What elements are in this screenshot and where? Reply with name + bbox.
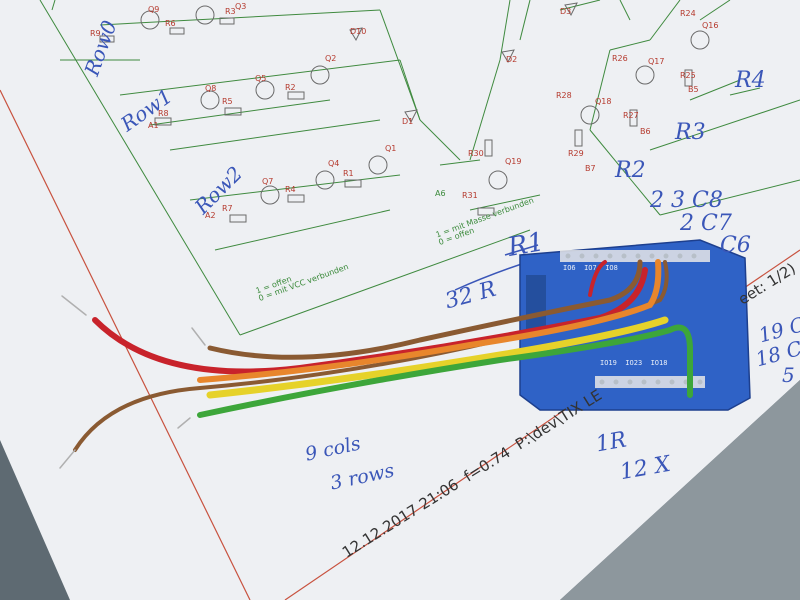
label-r4: R4: [285, 185, 296, 194]
label-b7: B7: [585, 164, 596, 173]
schematic-components: [99, 2, 710, 223]
pin-io7: IO7: [584, 264, 597, 272]
schematic-lines: [39, 0, 800, 336]
label-r5: R5: [222, 97, 233, 106]
paper-shadow: [560, 380, 800, 600]
hand-underline-2: [504, 244, 539, 256]
label-r8: R8: [158, 109, 169, 118]
pin-io8: IO8: [605, 264, 618, 272]
hand-r1: R1: [505, 227, 547, 263]
label-r29: R29: [568, 149, 584, 158]
hand-r2: R2: [615, 158, 646, 183]
label-d2: D2: [506, 55, 518, 64]
label-q3: Q3: [235, 2, 247, 11]
label-r6: R6: [165, 19, 176, 28]
label-q8: Q8: [205, 84, 217, 93]
label-q9: Q9: [148, 5, 160, 14]
board-pin-row-2: IO19 IO23 IO18: [600, 360, 667, 367]
pin-io23: IO23: [625, 359, 643, 367]
label-r31: R31: [462, 191, 478, 200]
pin-io19: IO19: [600, 359, 617, 367]
label-r9: R9: [90, 29, 101, 38]
label-a6: A6: [435, 189, 446, 198]
label-b6: B6: [640, 127, 651, 136]
label-r27: R27: [623, 111, 639, 120]
hand-r3: R3: [675, 120, 706, 145]
label-q1: Q1: [385, 144, 397, 153]
hand-c8: 2 3 C8: [650, 188, 723, 213]
label-q5: Q5: [255, 74, 267, 83]
label-r28: R28: [556, 91, 572, 100]
wire-bundle: [59, 259, 693, 469]
label-q18: Q18: [595, 97, 612, 106]
label-r7: R7: [222, 204, 233, 213]
label-r30: R30: [468, 149, 484, 158]
label-q17: Q17: [648, 57, 665, 66]
label-r26: R26: [612, 54, 628, 63]
label-r24: R24: [680, 9, 696, 18]
pin-io6: IO6: [563, 264, 576, 272]
label-d3: D3: [560, 7, 572, 16]
label-q16: Q16: [702, 21, 719, 30]
board-pin-row-1: IO6 IO7 IO8: [563, 265, 618, 272]
label-b5: B5: [688, 85, 699, 94]
label-d10: D10: [350, 27, 367, 36]
hand-1r: 1R: [593, 427, 629, 458]
pin-io18: IO18: [650, 359, 668, 367]
label-r1: R1: [343, 169, 354, 178]
hand-r4: R4: [735, 68, 766, 93]
label-q4: Q4: [328, 159, 340, 168]
label-q7: Q7: [262, 177, 274, 186]
label-a2: A2: [205, 211, 216, 220]
label-r25: R25: [680, 71, 696, 80]
hand-c7: 2 C7: [680, 211, 732, 236]
label-a1: A1: [148, 121, 159, 130]
label-r2: R2: [285, 83, 296, 92]
label-r3: R3: [225, 7, 236, 16]
label-d1: D1: [402, 117, 414, 126]
label-q19: Q19: [505, 157, 522, 166]
label-q2: Q2: [325, 54, 337, 63]
hand-5: 5: [782, 363, 795, 387]
hand-c6: C6: [720, 233, 751, 258]
